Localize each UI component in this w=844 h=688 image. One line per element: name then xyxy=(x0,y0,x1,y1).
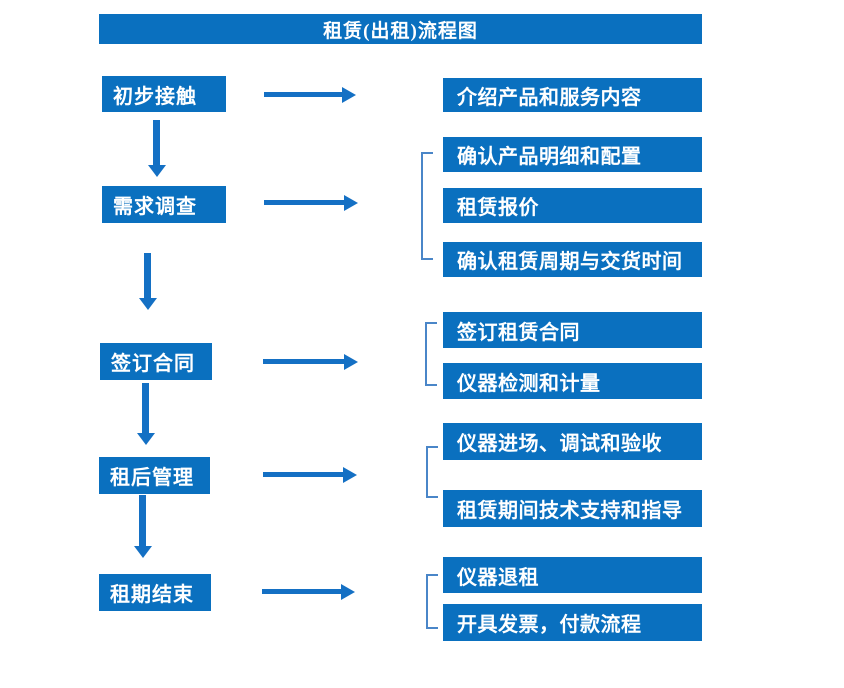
arrow-down-4 xyxy=(139,495,146,546)
arrow-right-2 xyxy=(264,200,344,205)
output-box-5-1: 仪器退租 xyxy=(443,557,702,593)
arrow-right-4 xyxy=(263,472,343,477)
output-box-3-1: 签订租赁合同 xyxy=(443,312,702,348)
arrow-right-5 xyxy=(262,589,341,594)
stage-box-5: 租期结束 xyxy=(99,574,211,611)
bracket-group-2 xyxy=(421,152,433,260)
output-box-4-2: 租赁期间技术支持和指导 xyxy=(443,490,702,527)
stage-box-3: 签订合同 xyxy=(100,343,212,380)
arrow-right-3 xyxy=(263,359,344,364)
output-box-2-3: 确认租赁周期与交货时间 xyxy=(443,242,702,277)
output-box-1-1: 介绍产品和服务内容 xyxy=(443,78,702,112)
output-box-4-1: 仪器进场、调试和验收 xyxy=(443,423,702,460)
arrow-down-3 xyxy=(142,383,149,433)
arrow-right-1 xyxy=(264,92,342,97)
output-box-2-2: 租赁报价 xyxy=(443,188,702,223)
stage-box-1: 初步接触 xyxy=(102,76,226,112)
stage-box-4: 租后管理 xyxy=(99,457,210,494)
bracket-group-5 xyxy=(426,574,438,629)
output-box-3-2: 仪器检测和计量 xyxy=(443,363,702,399)
output-box-2-1: 确认产品明细和配置 xyxy=(443,137,702,172)
arrow-down-2 xyxy=(144,253,151,298)
page-title: 租赁(出租)流程图 xyxy=(323,20,478,42)
output-box-5-2: 开具发票，付款流程 xyxy=(443,604,702,641)
stage-box-2: 需求调查 xyxy=(102,186,226,223)
arrow-down-1 xyxy=(153,120,160,165)
bracket-group-3 xyxy=(425,322,437,386)
title-bar: 租赁(出租)流程图 xyxy=(99,14,702,44)
bracket-group-4 xyxy=(426,446,438,498)
